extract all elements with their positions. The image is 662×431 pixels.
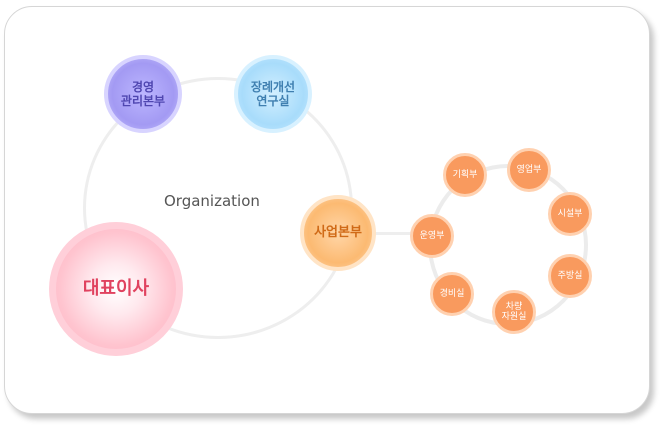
organization-label: Organization	[164, 192, 260, 210]
sub-node-kitchen-label: 주방실	[557, 270, 583, 281]
sub-node-security[interactable]: 경비실	[430, 272, 474, 316]
sub-node-security-label: 경비실	[439, 288, 465, 299]
sub-node-planning-label: 기획부	[452, 169, 478, 180]
node-business-label: 사업본부	[314, 225, 362, 241]
node-ceo-label: 대표이사	[82, 278, 150, 300]
sub-node-facility-label: 시설부	[557, 208, 583, 219]
node-ceo[interactable]: 대표이사	[49, 222, 183, 356]
sub-node-sales[interactable]: 영업부	[507, 148, 551, 192]
sub-node-kitchen[interactable]: 주방실	[548, 254, 592, 298]
sub-node-operations[interactable]: 운영부	[410, 214, 454, 258]
ring-connector	[370, 232, 416, 235]
sub-node-sales-label: 영업부	[516, 164, 542, 175]
sub-node-facility[interactable]: 시설부	[548, 192, 592, 236]
sub-node-planning[interactable]: 기획부	[443, 153, 487, 197]
sub-node-operations-label: 운영부	[419, 230, 445, 241]
node-business[interactable]: 사업본부	[300, 195, 376, 271]
